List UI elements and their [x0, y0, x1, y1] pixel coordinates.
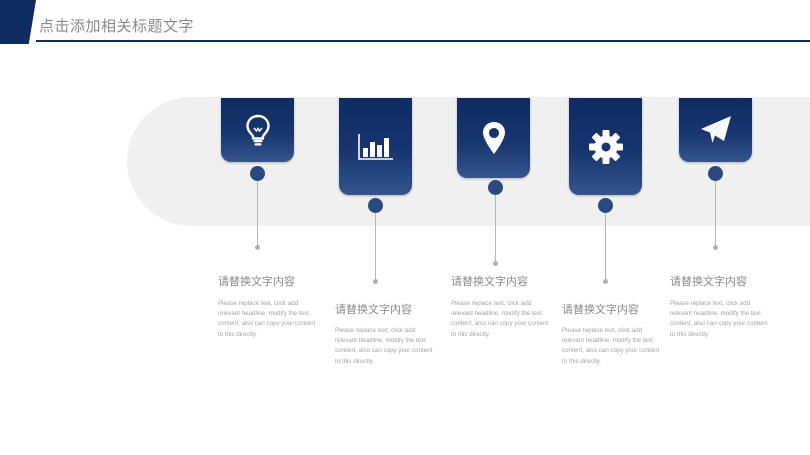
connector-endpoint	[255, 245, 260, 250]
connector-endpoint	[493, 261, 498, 266]
item-title[interactable]: 请替换文字内容	[670, 275, 747, 288]
item-body[interactable]: Please replace text, click add relevant …	[670, 300, 768, 338]
item-body[interactable]: Please replace text, click add relevant …	[562, 327, 660, 365]
timeline-dot	[708, 166, 723, 181]
timeline-dot	[368, 198, 383, 213]
connector-line	[257, 181, 258, 247]
item-body[interactable]: Please replace text, click add relevant …	[218, 300, 316, 338]
item-title[interactable]: 请替换文字内容	[218, 275, 295, 288]
connector-endpoint	[373, 279, 378, 284]
connector-endpoint	[713, 245, 718, 250]
paper-plane-icon	[700, 116, 731, 143]
item-title[interactable]: 请替换文字内容	[562, 303, 639, 316]
title-underline	[36, 40, 810, 42]
card-3[interactable]	[457, 98, 530, 178]
item-title[interactable]: 请替换文字内容	[451, 275, 528, 288]
gear-icon	[588, 129, 623, 164]
connector-line	[375, 213, 376, 281]
timeline-dot	[598, 198, 613, 213]
item-body[interactable]: Please replace text, click add relevant …	[335, 327, 433, 365]
map-pin-icon	[482, 122, 505, 154]
connector-endpoint	[603, 279, 608, 284]
card-5[interactable]	[679, 98, 752, 162]
card-2[interactable]	[339, 98, 412, 195]
title-corner-tab	[0, 0, 36, 44]
lightbulb-icon	[245, 114, 270, 146]
card-4[interactable]	[569, 98, 642, 195]
bar-chart-icon	[357, 133, 393, 160]
timeline-dot	[488, 180, 503, 195]
connector-line	[605, 213, 606, 281]
timeline-dot	[250, 166, 265, 181]
connector-line	[715, 181, 716, 247]
page-title[interactable]: 点击添加相关标题文字	[39, 17, 195, 35]
connector-line	[495, 195, 496, 263]
item-title[interactable]: 请替换文字内容	[335, 303, 412, 316]
card-1[interactable]	[221, 98, 294, 162]
item-body[interactable]: Please replace text, click add relevant …	[451, 300, 549, 338]
